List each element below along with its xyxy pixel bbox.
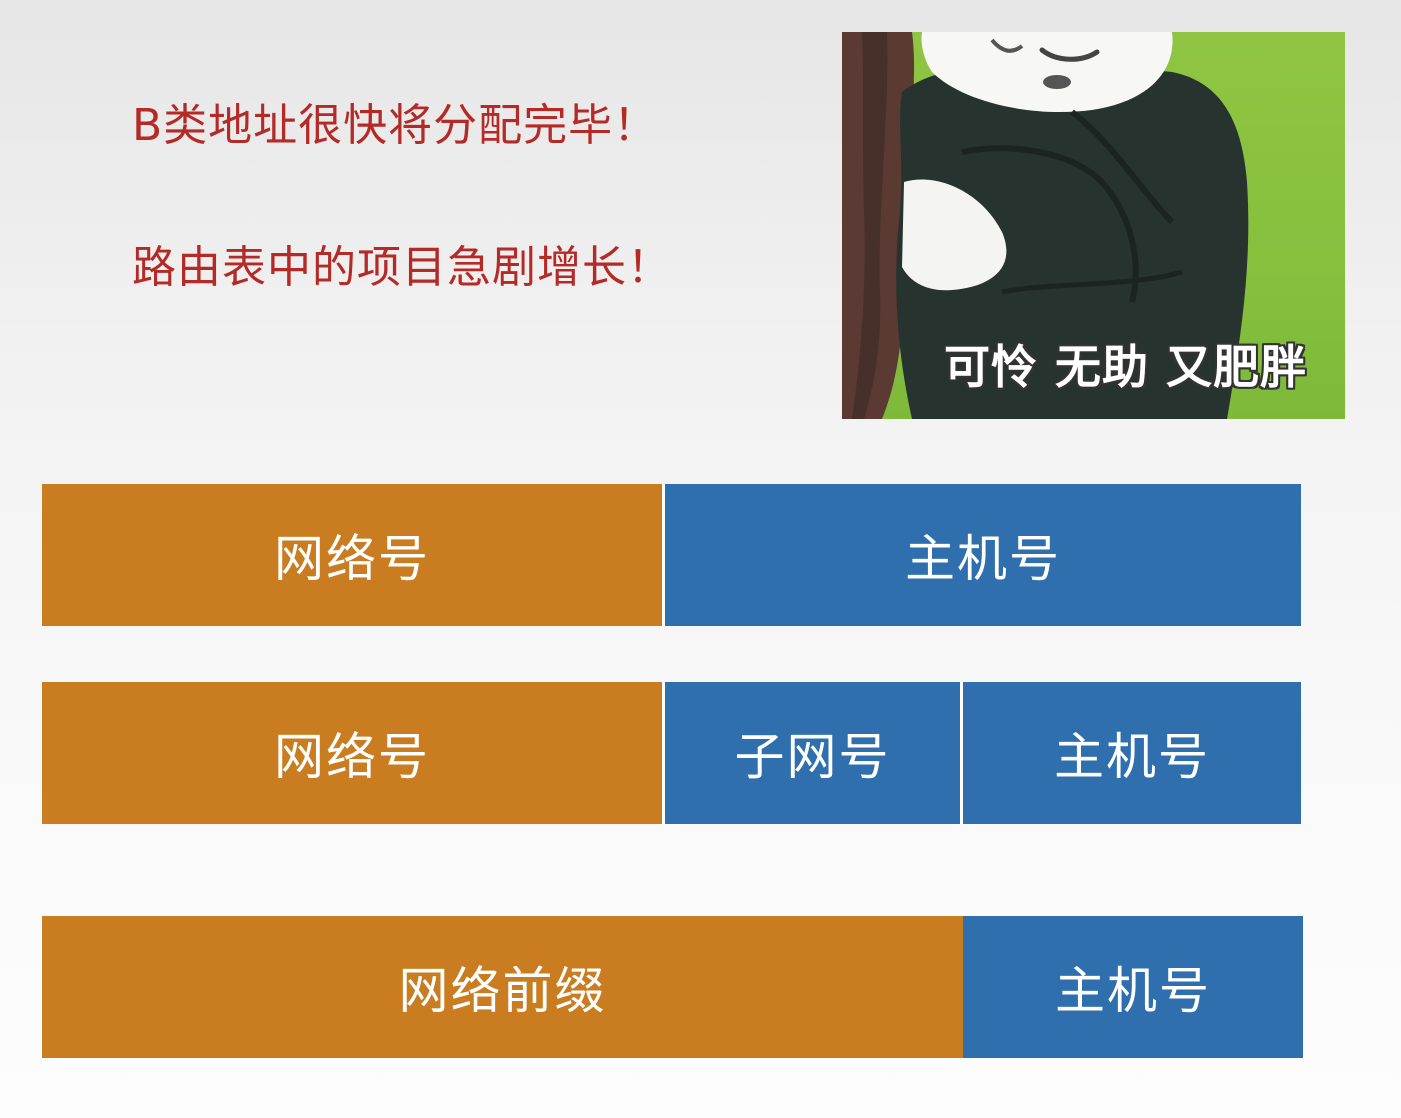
- network-prefix-segment: 网络前缀: [42, 916, 963, 1058]
- host-number-segment: 主机号: [662, 484, 1301, 626]
- meme-caption: 可怜 无助 又肥胖: [943, 340, 1307, 394]
- network-number-segment: 网络号: [42, 484, 662, 626]
- class-b-exhaustion-text: B类地址很快将分配完毕！: [132, 100, 659, 151]
- network-number-segment: 网络号: [42, 682, 662, 824]
- subnetted-address-bar: 网络号 子网号 主机号: [42, 682, 1301, 824]
- subnet-number-segment: 子网号: [662, 682, 960, 824]
- panda-illustration: [842, 32, 1249, 419]
- host-number-segment: 主机号: [963, 916, 1303, 1058]
- panda-meme-image: 可怜 无助 又肥胖: [842, 32, 1345, 419]
- classful-address-bar: 网络号 主机号: [42, 484, 1301, 626]
- cidr-address-bar: 网络前缀 主机号: [42, 916, 1303, 1058]
- host-number-segment: 主机号: [960, 682, 1301, 824]
- routing-table-growth-text: 路由表中的项目急剧增长！: [132, 242, 672, 293]
